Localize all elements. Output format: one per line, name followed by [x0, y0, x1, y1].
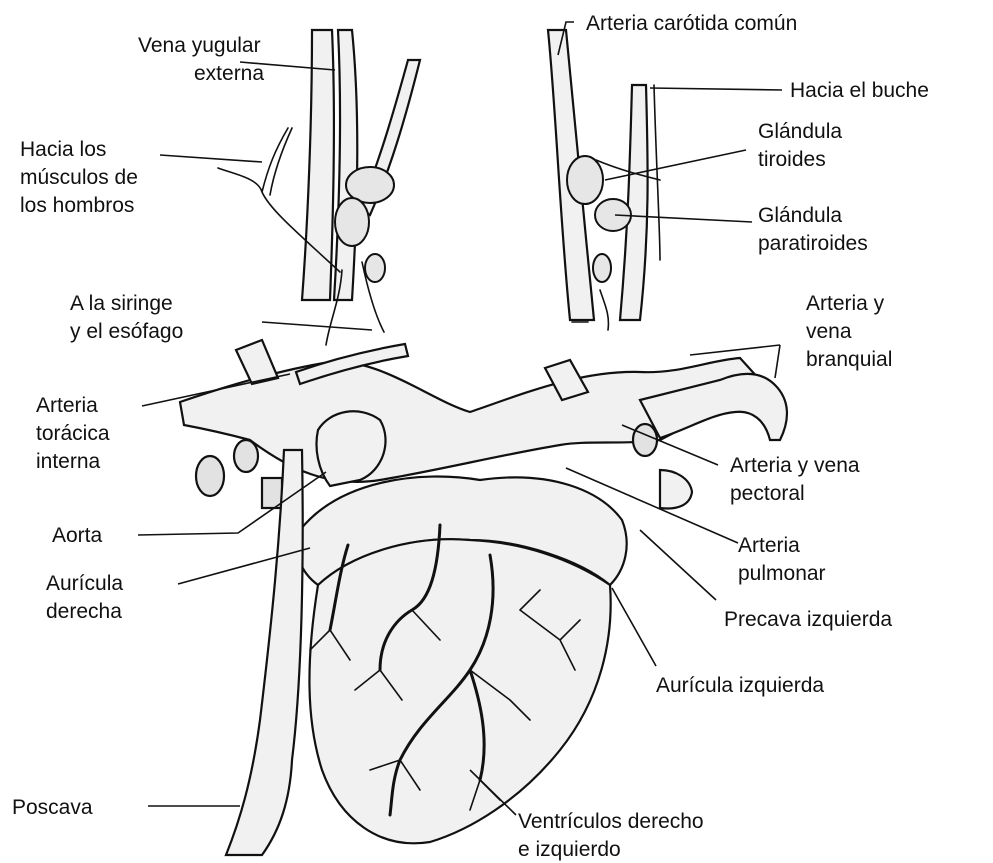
right-gland-small — [593, 254, 611, 282]
label-right-atrium-line-1: Aurícula — [46, 572, 123, 595]
label-right-atrium-line-2: derecha — [46, 600, 122, 623]
label-thoracic-line-2: torácica — [36, 422, 110, 445]
label-syrinx: A la siringe y el esófago — [70, 292, 183, 343]
label-brachial: Arteria y vena branquial — [806, 292, 892, 371]
leader-brachial-2 — [775, 345, 780, 378]
leader-crop — [650, 88, 782, 90]
label-pulmonary-line-2: pulmonar — [738, 562, 826, 585]
label-left-atrium: Aurícula izquierda — [656, 674, 824, 697]
leader-precava — [640, 530, 716, 600]
label-thyroid: Glándula tiroides — [758, 120, 848, 171]
anatomy-drawing — [180, 30, 787, 855]
label-pectoral-line-1: Arteria y vena — [730, 454, 860, 477]
postcava-vessel — [226, 450, 303, 855]
label-ventricles: Ventrículos derecho e izquierdo — [518, 810, 709, 861]
label-shoulder-line-2: músculos de — [20, 166, 138, 189]
leader-thyroid — [605, 150, 746, 180]
left-gland-small — [365, 254, 385, 282]
label-thoracic-line-1: Arteria — [36, 394, 98, 417]
label-brachial-line-3: branquial — [806, 348, 892, 371]
label-brachial-line-1: Arteria y — [806, 292, 885, 315]
label-postcava: Poscava — [12, 796, 93, 819]
left-vessel-stub-3 — [262, 478, 282, 508]
label-right-atrium: Aurícula derecha — [46, 572, 129, 623]
label-parathyroid: Glándula paratiroides — [758, 204, 868, 255]
label-shoulder: Hacia los músculos de los hombros — [20, 138, 144, 217]
label-aorta: Aorta — [52, 524, 103, 547]
label-pulmonary-line-1: Arteria — [738, 534, 800, 557]
label-jugular-line-2: externa — [194, 62, 264, 85]
label-carotid: Arteria carótida común — [586, 12, 797, 35]
leader-shoulder — [160, 155, 262, 162]
leader-left-atrium — [612, 588, 656, 666]
label-syrinx-line-1: A la siringe — [70, 292, 173, 315]
label-pectoral: Arteria y vena pectoral — [730, 454, 865, 505]
heart-ventricles — [309, 539, 610, 843]
label-pulmonary: Arteria pulmonar — [738, 534, 826, 585]
right-vessel-stub — [633, 424, 657, 456]
left-parathyroid-gland — [335, 198, 369, 246]
label-brachial-line-2: vena — [806, 320, 852, 343]
label-left-precava: Precava izquierda — [724, 608, 892, 631]
label-shoulder-line-1: Hacia los — [20, 138, 106, 161]
label-jugular: Vena yugular externa — [138, 34, 266, 85]
label-thyroid-line-1: Glándula — [758, 120, 842, 143]
crop-vessel — [654, 85, 660, 260]
left-jugular-outer — [334, 30, 357, 300]
label-thyroid-line-2: tiroides — [758, 148, 826, 171]
left-vessel-stub-1 — [196, 456, 224, 496]
label-ventricles-line-2: e izquierdo — [518, 838, 621, 861]
label-ventricles-line-1: Ventrículos derecho — [518, 810, 704, 833]
label-pectoral-line-2: pectoral — [730, 482, 805, 505]
label-jugular-line-1: Vena yugular — [138, 34, 261, 57]
label-shoulder-line-3: los hombros — [20, 194, 134, 217]
pectoral-vessel — [660, 470, 692, 508]
label-crop: Hacia el buche — [790, 79, 929, 102]
label-parathyroid-line-2: paratiroides — [758, 232, 868, 255]
label-parathyroid-line-1: Glándula — [758, 204, 842, 227]
leader-brachial-1 — [690, 345, 780, 355]
label-syrinx-line-2: y el esófago — [70, 320, 183, 343]
right-thyroid-gland — [567, 156, 603, 204]
left-vessel-stub-2 — [234, 440, 258, 472]
label-thoracic-line-3: interna — [36, 450, 101, 473]
label-thoracic: Arteria torácica interna — [36, 394, 115, 473]
left-jugular-vein — [302, 30, 334, 300]
leader-syrinx — [262, 322, 372, 330]
